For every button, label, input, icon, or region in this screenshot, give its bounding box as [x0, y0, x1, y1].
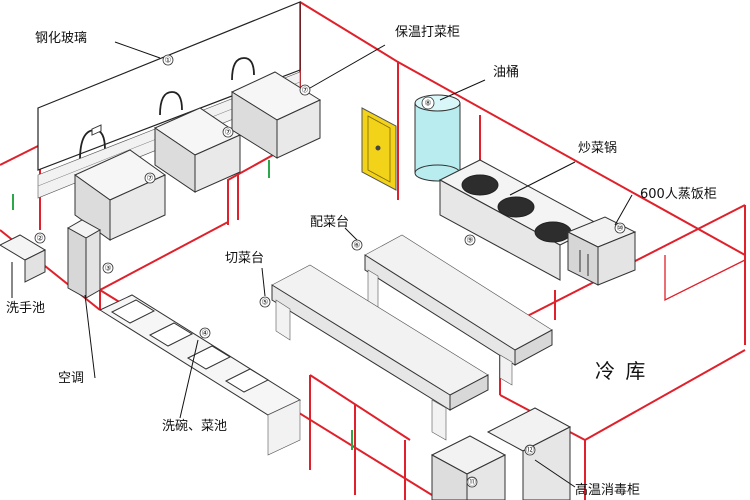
marker-11: ⑪ [468, 478, 476, 487]
wall-left-top [0, 144, 41, 166]
wall-coldroom-inner [664, 255, 746, 302]
label-hand-sink: 洗手池 [6, 301, 45, 316]
cutting-table [271, 264, 489, 441]
wall-coldroom-front-right [584, 349, 746, 441]
label-tempered-glass: 钢化玻璃 [35, 31, 87, 46]
marker-7b: ⑦ [224, 128, 231, 137]
wall-back-top [299, 1, 399, 95]
marker-8: ⑧ [424, 99, 431, 108]
marker-7a: ⑦ [146, 174, 153, 183]
serving-counter-1 [74, 124, 166, 241]
marker-2: ② [36, 234, 43, 243]
label-cutting-table: 切菜台 [225, 251, 264, 266]
label-warm-cabinet: 保温打菜柜 [395, 25, 460, 40]
wok-stove [438, 159, 602, 281]
label-rice-steamer: 600人蒸饭柜 [640, 187, 717, 202]
label-air-conditioner: 空调 [58, 371, 84, 386]
wash-sinks [98, 294, 302, 456]
marker-3: ③ [104, 264, 111, 273]
air-conditioner [66, 219, 102, 299]
marker-9: ⑨ [466, 236, 473, 245]
leader-lines [11, 41, 633, 488]
oil-drum [414, 94, 461, 182]
serving-counter-3 [230, 71, 322, 159]
label-cold-storage: 冷 库 [595, 359, 647, 383]
serving-counter-2 [153, 107, 242, 193]
label-prep-table: 配菜台 [310, 215, 349, 230]
yellow-door [361, 107, 397, 191]
numbered-markers: ① ② ③ ④ ⑤ ⑥ ⑦ ⑦ ⑦ ⑧ ⑨ ⑩ ⑪ ⑫ [34, 54, 626, 488]
text-labels: 钢化玻璃 保温打菜柜 油桶 炒菜锅 600人蒸饭柜 配菜台 切菜台 洗手池 空调… [6, 25, 717, 498]
marker-7c: ⑦ [301, 86, 308, 95]
wall-back-right [397, 61, 746, 256]
green-door-marks [12, 160, 353, 450]
wall-front-top [309, 374, 411, 441]
marker-4: ④ [201, 329, 208, 338]
label-oil-drum: 油桶 [493, 65, 519, 80]
marker-6: ⑥ [353, 241, 360, 250]
label-wash-sink: 洗碗、菜池 [162, 418, 227, 434]
marker-12: ⑫ [526, 446, 534, 455]
tempered-glass-panel [37, 1, 301, 171]
marker-5: ⑤ [261, 298, 268, 307]
hand-sink [0, 234, 47, 283]
rice-steamer-cabinet [566, 216, 637, 286]
sterilizer-cabinets [430, 407, 572, 500]
prep-table [364, 234, 553, 386]
label-wok: 炒菜锅 [578, 140, 617, 156]
serving-counters [74, 71, 322, 241]
marker-1: ① [164, 56, 171, 65]
label-sterilizer: 高温消毒柜 [575, 482, 640, 498]
marker-10: ⑩ [616, 224, 623, 233]
